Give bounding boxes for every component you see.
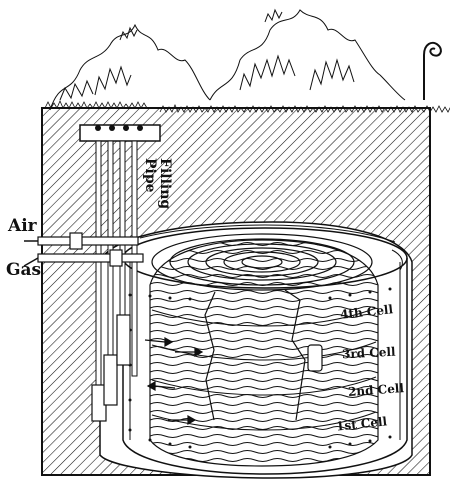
air-label: Air [8, 216, 37, 236]
cell-3-label: 3rd Cell [341, 344, 396, 362]
cell-2-label: 2nd Cell [347, 381, 405, 399]
inner-coil [144, 233, 379, 467]
pipe-assembly [23, 124, 161, 422]
bushes [49, 8, 406, 111]
ornament-curl [423, 41, 442, 100]
filling-pipe-label: Filling Pipe [142, 158, 173, 210]
gas-label: Gas [6, 260, 42, 280]
